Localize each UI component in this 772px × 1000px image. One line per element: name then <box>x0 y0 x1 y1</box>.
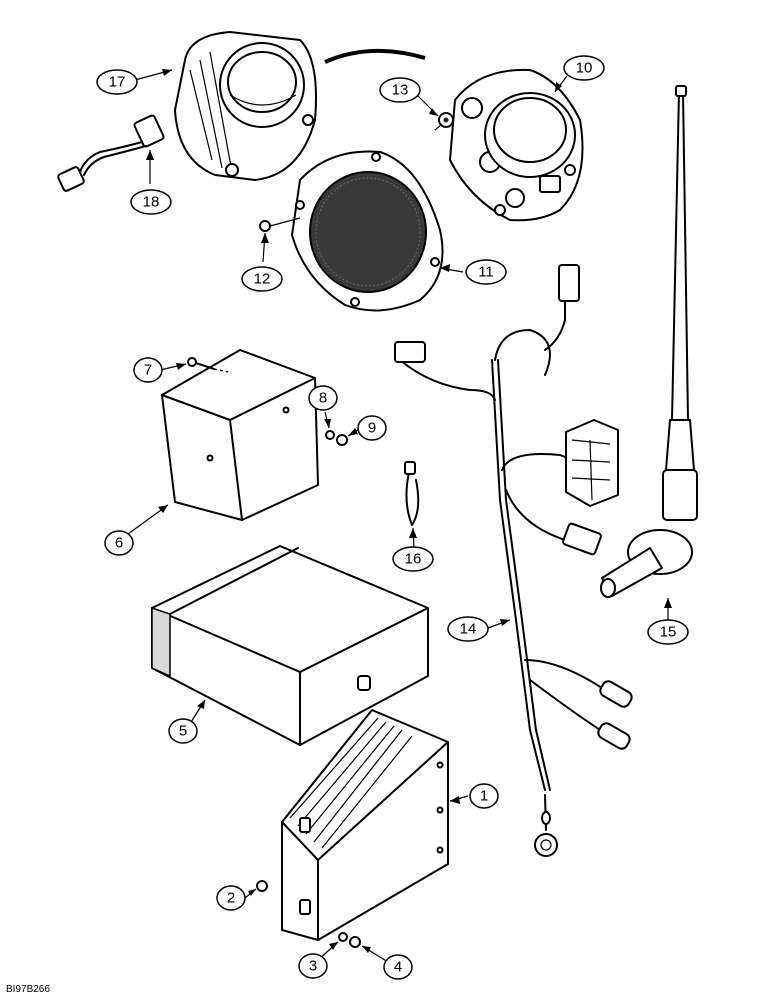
callout-9: 9 <box>357 415 387 441</box>
cover-plate-6 <box>161 349 319 521</box>
wiring-harness-14 <box>394 264 633 857</box>
svg-text:15: 15 <box>660 624 677 641</box>
nut-4 <box>349 936 361 948</box>
speaker-harness-18 <box>57 114 165 192</box>
callout-12: 12 <box>241 266 283 292</box>
svg-text:4: 4 <box>394 959 402 976</box>
callout-7: 7 <box>133 357 163 383</box>
callout-5: 5 <box>168 718 198 744</box>
callout-2: 2 <box>216 885 246 911</box>
svg-text:10: 10 <box>576 60 593 77</box>
svg-text:9: 9 <box>368 420 376 437</box>
svg-text:18: 18 <box>143 194 160 211</box>
callout-14: 14 <box>447 616 489 642</box>
callout-4: 4 <box>383 954 413 980</box>
svg-text:12: 12 <box>254 271 271 288</box>
screw-2 <box>256 880 268 892</box>
rear-speaker-17 <box>174 31 317 181</box>
callout-17: 17 <box>96 69 138 95</box>
callout-16: 16 <box>392 546 434 572</box>
svg-text:8: 8 <box>319 390 327 407</box>
callout-3: 3 <box>298 953 328 979</box>
svg-text:6: 6 <box>115 535 123 552</box>
arc-indicator <box>324 48 426 64</box>
leader-arrowheads <box>146 69 672 953</box>
speaker-grille-11 <box>291 150 444 312</box>
screw-12 <box>259 217 301 232</box>
svg-text:11: 11 <box>478 264 494 281</box>
svg-text:14: 14 <box>460 621 477 638</box>
screw-7 <box>187 357 229 373</box>
callout-15: 15 <box>647 619 689 645</box>
figure-code: BI97B266 <box>6 984 50 995</box>
washer-3 <box>338 932 348 942</box>
cable-strap-16 <box>404 461 420 526</box>
svg-text:1: 1 <box>480 788 488 805</box>
svg-text:7: 7 <box>144 362 152 379</box>
speaker-10 <box>449 68 584 222</box>
callout-11: 11 <box>465 259 507 285</box>
callout-13: 13 <box>379 77 421 103</box>
svg-text:16: 16 <box>405 551 422 568</box>
screw-13 <box>434 112 454 131</box>
amplifier-1 <box>281 709 449 941</box>
nut-9 <box>336 434 348 446</box>
washer-8 <box>325 430 335 440</box>
callout-18: 18 <box>130 189 172 215</box>
antenna-15 <box>600 85 698 598</box>
svg-text:3: 3 <box>309 958 317 975</box>
svg-text:5: 5 <box>179 723 187 740</box>
svg-text:2: 2 <box>227 890 235 907</box>
svg-text:17: 17 <box>109 74 126 91</box>
svg-text:13: 13 <box>392 82 409 99</box>
radio-unit-5 <box>151 545 429 746</box>
callout-8: 8 <box>308 385 338 411</box>
callout-1: 1 <box>469 783 499 809</box>
callout-6: 6 <box>104 530 134 556</box>
callout-10: 10 <box>563 55 605 81</box>
